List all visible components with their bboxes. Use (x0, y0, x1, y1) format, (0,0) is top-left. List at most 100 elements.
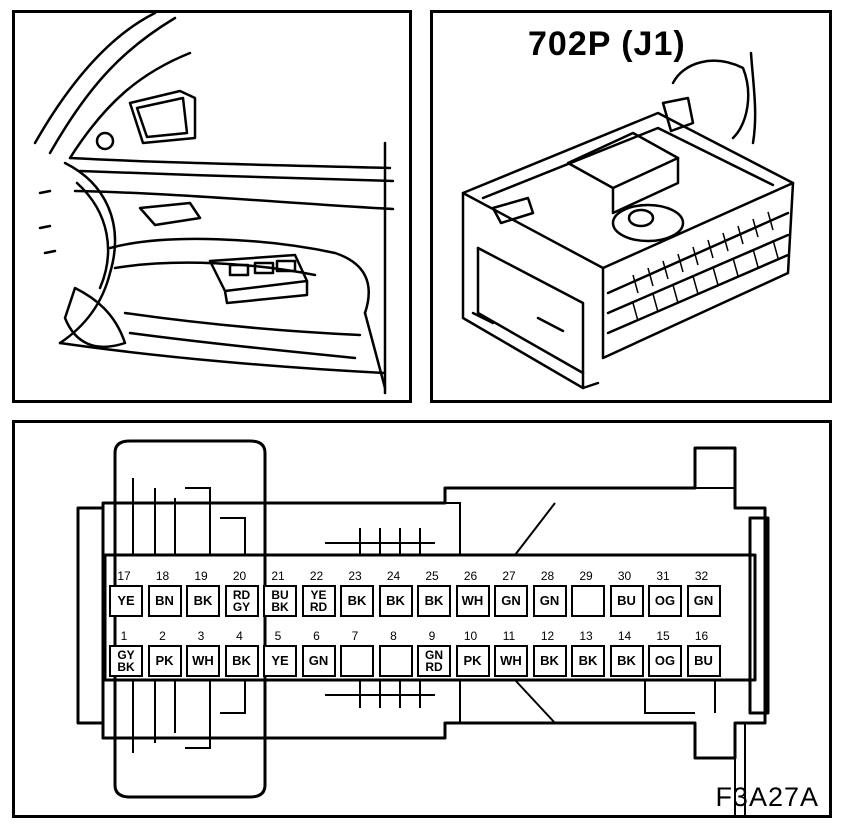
pin-number: 9 (428, 629, 436, 643)
connector-face-outline (76, 439, 770, 815)
wire-color-code: OG (654, 593, 676, 608)
pin-number: 18 (155, 569, 170, 583)
wire-color-code: BU (694, 653, 713, 668)
pin-number: 10 (463, 629, 478, 643)
pin-cavity: BK (417, 585, 451, 617)
pin-8: 8 (377, 627, 413, 685)
pin-number: 28 (540, 569, 555, 583)
pin-cavity: PK (147, 645, 182, 677)
pin-number: 32 (694, 569, 709, 583)
wire-color-code: WH (192, 653, 214, 668)
pin-number: 30 (617, 569, 632, 583)
wire-color-code: YE (271, 653, 289, 668)
wire-color-code: GN (539, 593, 560, 608)
wire-color-code: YE (117, 593, 135, 608)
pin-number: 24 (386, 569, 401, 583)
wire-color-code: BK (617, 653, 636, 668)
pin-number: 27 (502, 569, 516, 583)
pin-number: 19 (194, 569, 208, 583)
wire-color-code: BK (117, 660, 135, 674)
pin-cavity: BK (186, 585, 220, 617)
wire-color-code: GN (425, 648, 443, 662)
pin-cavity (340, 645, 374, 677)
pin-cavity: BN (147, 585, 182, 617)
wire-color-code: BK (540, 653, 559, 668)
pin-number: 14 (617, 629, 632, 643)
connector-label: 702P (J1) (528, 25, 686, 63)
figure-code: F3A27A (715, 782, 819, 812)
pin-number: 15 (656, 629, 670, 643)
pin-number: 1 (120, 629, 128, 643)
pin-number: 20 (232, 569, 247, 583)
wire-color-code: GN (693, 593, 714, 608)
pin-cavity: BU (686, 645, 721, 677)
pin-number: 11 (502, 629, 516, 643)
pin-cavity: GN (686, 585, 721, 617)
wire-color-code: BK (578, 653, 598, 668)
pin-cavity (571, 585, 605, 617)
pin-cavity: BK (532, 645, 567, 677)
pin-cavity: YE (263, 645, 297, 677)
pin-number: 17 (117, 569, 131, 583)
pin-number: 4 (236, 629, 243, 643)
pin-number: 12 (540, 629, 555, 643)
pin-number: 26 (463, 569, 478, 583)
connector-body-drawing (461, 51, 795, 390)
pin-number: 16 (694, 629, 709, 643)
wire-color-code: OG (654, 653, 676, 668)
wire-color-code: BK (232, 653, 251, 668)
pin-cavity: WH (455, 585, 490, 617)
wire-color-code: WH (461, 593, 484, 608)
pin-cavity: BK (609, 645, 644, 677)
door-interior-drawing (33, 13, 395, 395)
pin-number: 3 (197, 629, 205, 643)
wire-color-code: RD (425, 660, 443, 674)
wire-color-code: BK (386, 593, 405, 608)
pin-cavity: OG (648, 585, 682, 617)
pin-number: 5 (274, 629, 282, 643)
wire-color-code: BK (193, 593, 213, 608)
pin-number: 29 (579, 569, 593, 583)
pin-number: 2 (159, 629, 166, 643)
pin-cavity: BK (340, 585, 374, 617)
pin-cavity: GN (301, 645, 336, 677)
wire-color-code: YE (310, 588, 327, 602)
wire-color-code: BU (617, 593, 636, 608)
wire-color-code: PK (155, 653, 174, 668)
pin-cavity: GN (494, 585, 528, 617)
wire-color-code: BK (347, 593, 367, 608)
pin-number: 25 (425, 569, 439, 583)
pin-cavity: WH (494, 645, 528, 677)
pin-number: 8 (390, 629, 397, 643)
